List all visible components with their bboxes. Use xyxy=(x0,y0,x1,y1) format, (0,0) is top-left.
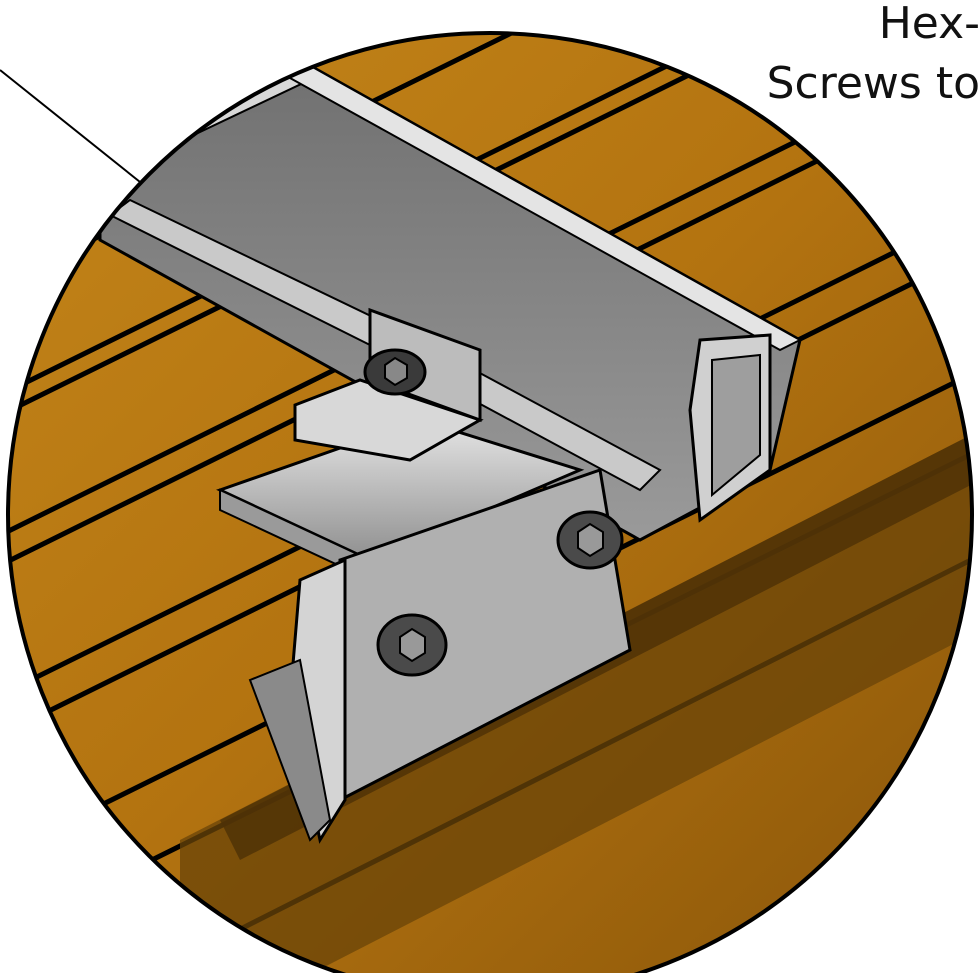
hex-screw-left xyxy=(376,613,448,677)
detail-circle-outline xyxy=(6,31,974,978)
hex-screw-right xyxy=(556,510,624,570)
leader-line xyxy=(0,69,141,183)
callout-text-line1: Hex- xyxy=(878,0,980,49)
callout-text-line2: Screws to xyxy=(766,58,980,109)
hex-screw-top xyxy=(363,348,427,396)
clamp-bracket xyxy=(248,468,632,844)
